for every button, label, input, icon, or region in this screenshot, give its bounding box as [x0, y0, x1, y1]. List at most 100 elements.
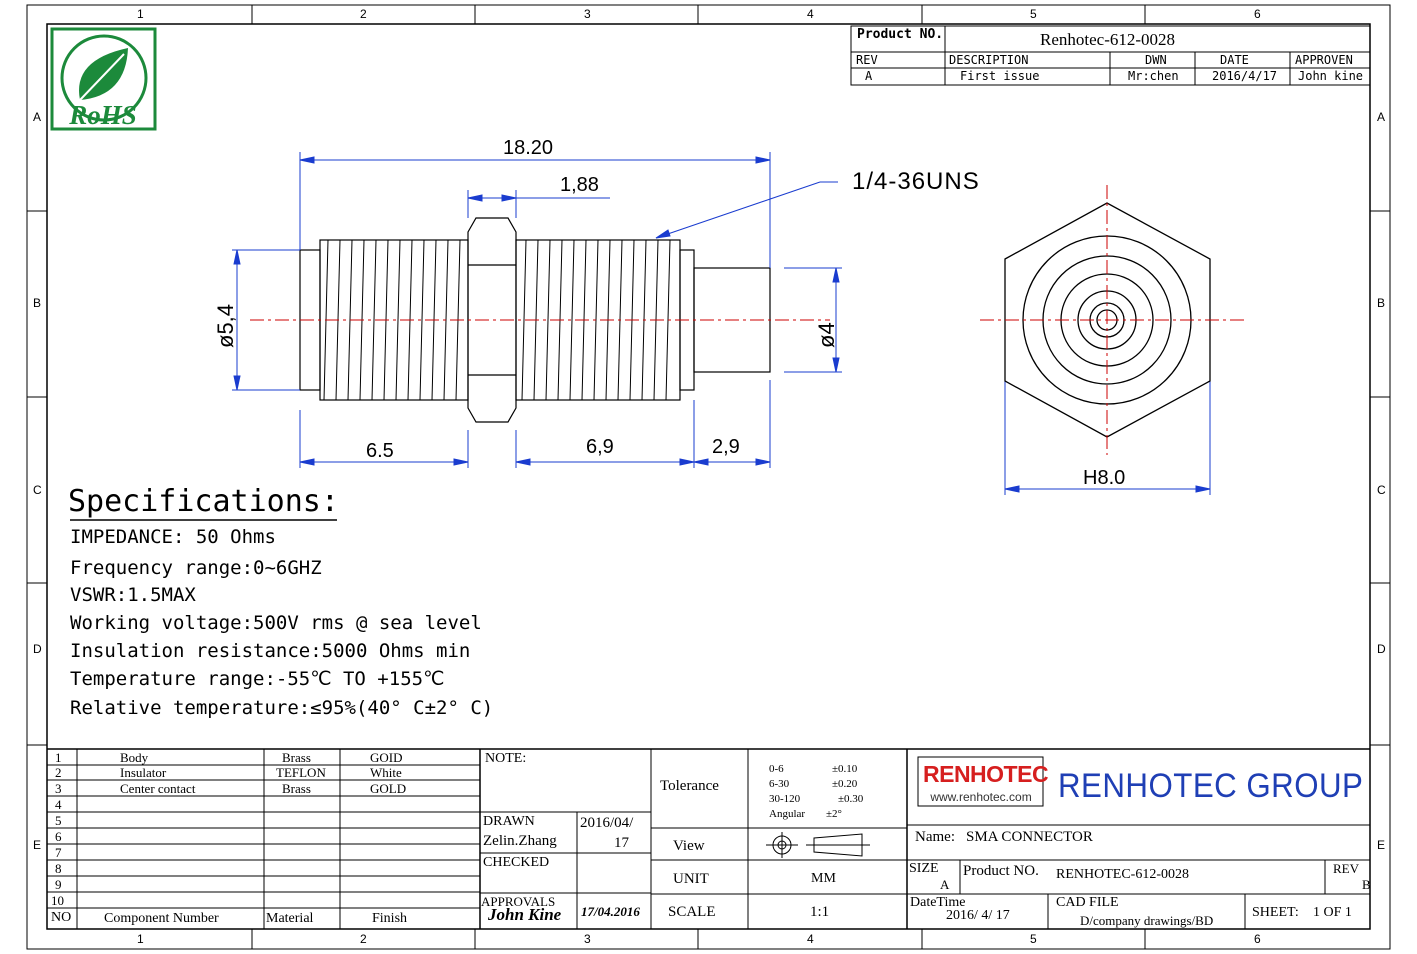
title-product-no-label: Product NO. — [963, 863, 1039, 879]
datetime-label: DateTime — [910, 895, 966, 910]
name-label: Name: — [915, 829, 955, 845]
hex-nut — [467, 217, 517, 423]
tolerance-range: Angular — [769, 808, 806, 820]
dimension-lines — [232, 152, 1211, 495]
spec-line-relative: Relative temperature:≤95%(40° C±2° C) — [70, 697, 494, 719]
spec-title: Specifications: — [68, 484, 339, 519]
unit-label: UNIT — [673, 871, 709, 887]
zone-number-1: 1 — [137, 7, 144, 21]
zone-letter-a-right: A — [1377, 110, 1386, 124]
tolerance-value: ±0.10 — [832, 763, 858, 775]
size-label: SIZE — [909, 861, 939, 876]
zone-number-5: 5 — [1030, 7, 1037, 21]
scale-value: 1:1 — [810, 904, 830, 920]
zone-number-2: 2 — [360, 7, 367, 21]
bom-no: 2 — [55, 765, 62, 780]
bom-header-material: Material — [266, 911, 314, 926]
tolerance-range: 0-6 — [769, 763, 784, 775]
tolerance-range: 6-30 — [769, 778, 790, 790]
revision-header-description: DESCRIPTION — [949, 53, 1029, 67]
revision-header-rev: REV — [856, 53, 878, 67]
bom-finish: White — [370, 765, 402, 780]
revision-row-description: First issue — [960, 69, 1040, 83]
drawn-date-line-1: 2016/04/ — [580, 815, 634, 831]
title-rev-label: REV — [1333, 861, 1359, 876]
bom-finish: GOID — [370, 750, 403, 765]
zone-ticks — [27, 5, 1390, 949]
company-logo-text: RENHOTEC — [923, 761, 1049, 787]
table-grid — [47, 25, 1371, 929]
drawn-by: Zelin.Zhang — [483, 833, 557, 849]
spec-line-insulation: Insulation resistance:5000 Ohms min — [70, 640, 471, 662]
zone-letter-c-right: C — [1377, 483, 1386, 497]
zone-letter-d-right: D — [1377, 642, 1386, 656]
title-product-no-value: RENHOTEC-612-0028 — [1056, 867, 1189, 882]
bom-header-finish: Finish — [372, 911, 408, 926]
zone-number-3: 3 — [584, 7, 591, 21]
zone-number-2-bottom: 2 — [360, 932, 367, 946]
revision-row-dwn: Mr:chen — [1128, 69, 1179, 83]
approvals-date: 17/04.2016 — [581, 904, 640, 919]
bom-no: 6 — [55, 829, 62, 844]
dim-thread-spec: 1/4-36UNS — [852, 168, 980, 195]
zone-letter-b-right: B — [1377, 296, 1386, 310]
zone-letter-e: E — [33, 838, 42, 852]
zone-number-4-bottom: 4 — [807, 932, 814, 946]
cad-file-label: CAD FILE — [1056, 895, 1119, 910]
bom-material: TEFLON — [276, 765, 326, 780]
front-centerlines — [980, 185, 1245, 455]
tolerance-value: ±2° — [826, 808, 842, 820]
bom-no: 9 — [55, 877, 62, 892]
zone-number-4: 4 — [807, 7, 814, 21]
bom-no: 8 — [55, 861, 62, 876]
zone-number-1-bottom: 1 — [137, 932, 144, 946]
bom-no: 10 — [51, 893, 64, 908]
approvals-signature: John Kine — [488, 905, 562, 924]
tolerance-range: 30-120 — [769, 793, 801, 805]
sheet-label: SHEET: — [1252, 905, 1299, 920]
renhotec-logo — [917, 756, 1044, 807]
bom-material: Brass — [282, 781, 311, 796]
bom-material: Brass — [282, 750, 311, 765]
dim-left-length: 6.5 — [366, 440, 394, 462]
name-value: SMA CONNECTOR — [966, 829, 1093, 845]
bom-component: Insulator — [120, 765, 167, 780]
company-url: www.renhotec.com — [930, 790, 1032, 804]
bom-component: Body — [120, 750, 149, 765]
note-label: NOTE: — [485, 751, 527, 766]
zone-number-6-bottom: 6 — [1254, 932, 1261, 946]
rohs-text: RoHS — [69, 100, 137, 130]
bom-header-no: NO — [51, 910, 72, 925]
bom-no: 1 — [55, 750, 62, 765]
bom-no: 3 — [55, 781, 62, 796]
zone-number-6: 6 — [1254, 7, 1261, 21]
bom-no: 5 — [55, 813, 62, 828]
spec-line-vswr: VSWR:1.5MAX — [70, 584, 196, 606]
spec-line-temperature: Temperature range:-55℃ TO +155℃ — [70, 668, 445, 690]
projection-symbol-icon — [766, 832, 870, 858]
title-rev-value: B — [1362, 877, 1371, 892]
rohs-logo — [50, 27, 157, 131]
drawn-label: DRAWN — [483, 814, 535, 829]
dim-nut-width: 1,88 — [560, 174, 599, 196]
bom-header-component: Component Number — [104, 911, 219, 926]
zone-letter-c: C — [33, 483, 42, 497]
zone-number-5-bottom: 5 — [1030, 932, 1037, 946]
approvals-label: APPROVALS — [481, 894, 556, 909]
revision-product-no-label: Product NO. — [857, 27, 944, 42]
revision-header-approven: APPROVEN — [1295, 53, 1353, 67]
zone-letter-b: B — [33, 296, 42, 310]
revision-product-no: Renhotec-612-0028 — [1040, 30, 1176, 49]
revision-header-date: DATE — [1220, 53, 1249, 67]
size-value: A — [940, 877, 950, 892]
revision-row-rev: A — [865, 69, 873, 83]
company-name: RENHOTEC GROUP — [1058, 767, 1364, 805]
datetime-value: 2016/ 4/ 17 — [946, 908, 1010, 923]
zone-number-3-bottom: 3 — [584, 932, 591, 946]
tolerance-label: Tolerance — [660, 778, 719, 794]
bom-finish: GOLD — [370, 781, 407, 796]
dim-tip-length: 2,9 — [712, 436, 740, 458]
bom-no: 7 — [55, 845, 62, 860]
bom-no: 4 — [55, 797, 62, 812]
